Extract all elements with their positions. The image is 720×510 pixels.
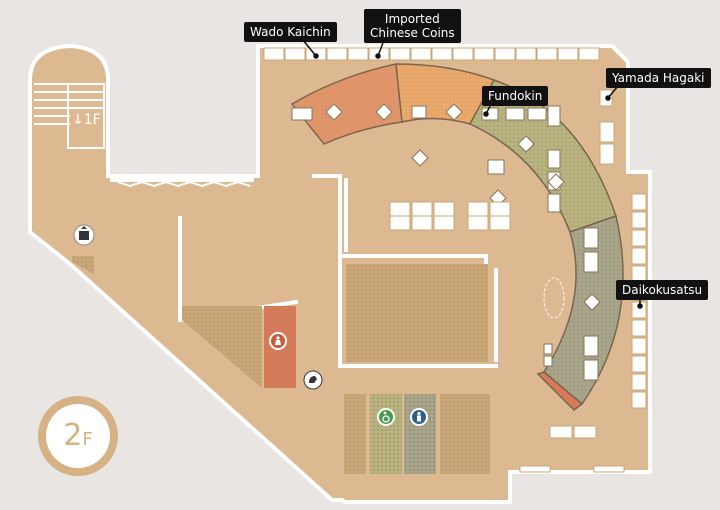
callout-fundokin[interactable]: Fundokin [482,86,549,106]
baby-care-icon [303,370,323,390]
female-restroom-icon [269,332,287,350]
callout-daikokusatsu[interactable]: Daikokusatsu [616,280,709,300]
callout-imported-chinese-coins[interactable]: Imported Chinese Coins [364,9,461,43]
floor-badge: 2F [38,396,118,476]
zone-showcases [291,105,599,381]
male-restroom-icon [410,408,428,426]
elevator-icon [73,224,95,246]
window-edge [117,180,251,188]
callout-yamada-hagaki[interactable]: Yamada Hagaki [606,68,711,88]
wheelchair-restroom-icon [377,408,395,426]
staircase [33,80,105,150]
dashed-exhibit [543,277,565,319]
center-cases [389,201,625,473]
top-showcase-row [263,47,600,61]
callout-wado-kaichin[interactable]: Wado Kaichin [244,22,337,42]
zone-end [536,371,584,411]
stairs-down-label: ↓1F [72,112,101,128]
floor-label: 2F [63,418,93,453]
